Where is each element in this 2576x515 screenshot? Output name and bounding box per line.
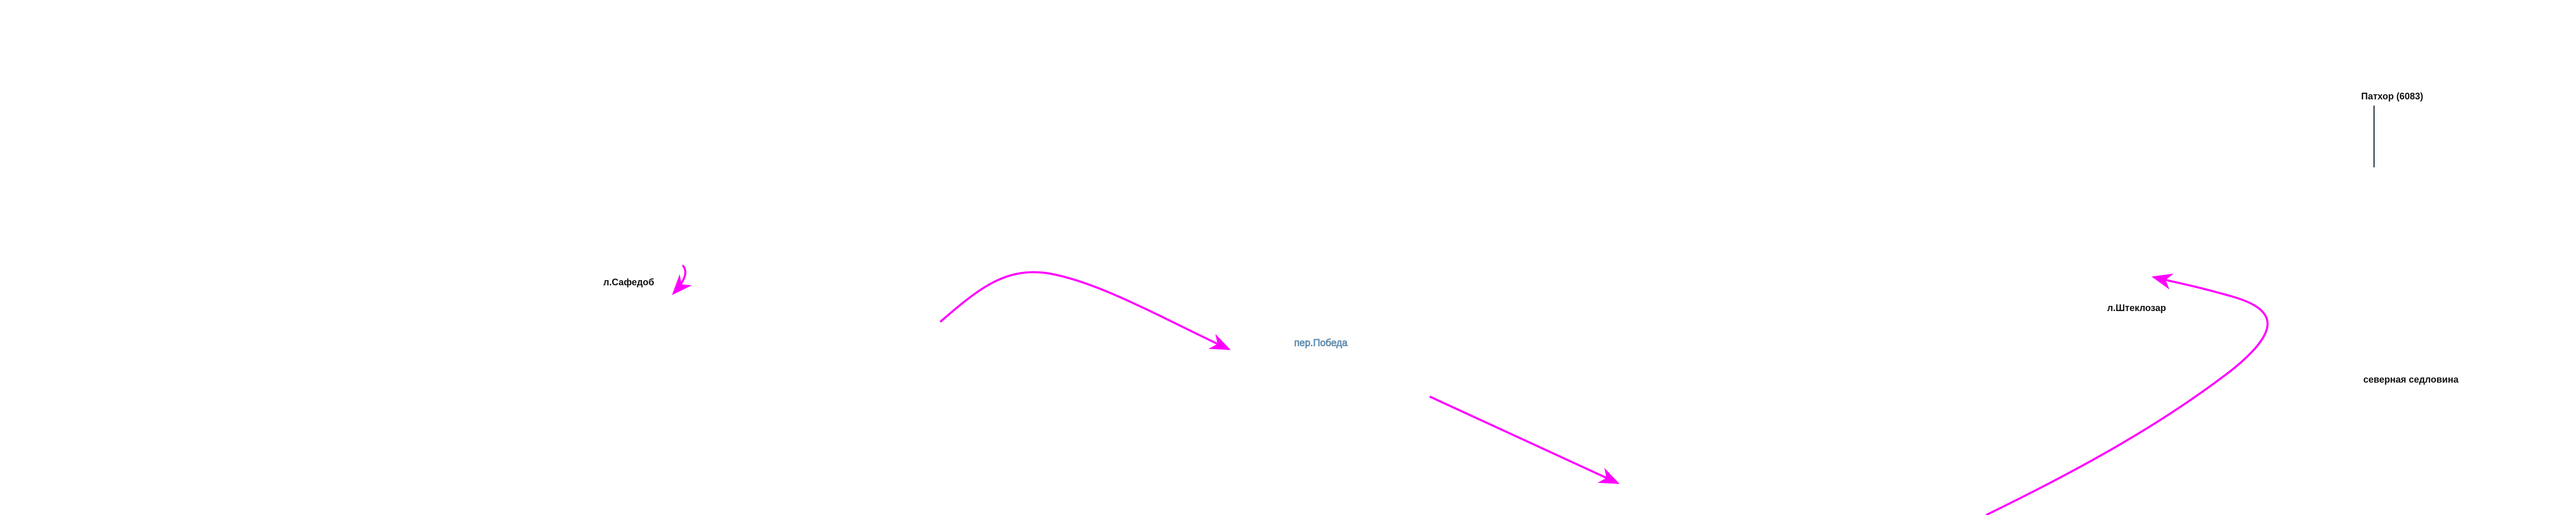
route-segment-safedob (672, 264, 692, 295)
route-segment-to-pobeda (939, 271, 1231, 350)
route-segment-from-pobeda (1429, 396, 1620, 484)
label-north-saddle: северная седловина (2363, 374, 2459, 385)
label-shteklozar-glacier: л.Штеклозар (2107, 303, 2166, 313)
label-pobeda-pass: пер.Победа (1294, 338, 1348, 349)
label-patkhor-peak: Патхор (6083) (2361, 91, 2424, 101)
route-segment-shteklozar (1986, 273, 2269, 515)
label-safedob-glacier: л.Сафедоб (603, 277, 654, 287)
